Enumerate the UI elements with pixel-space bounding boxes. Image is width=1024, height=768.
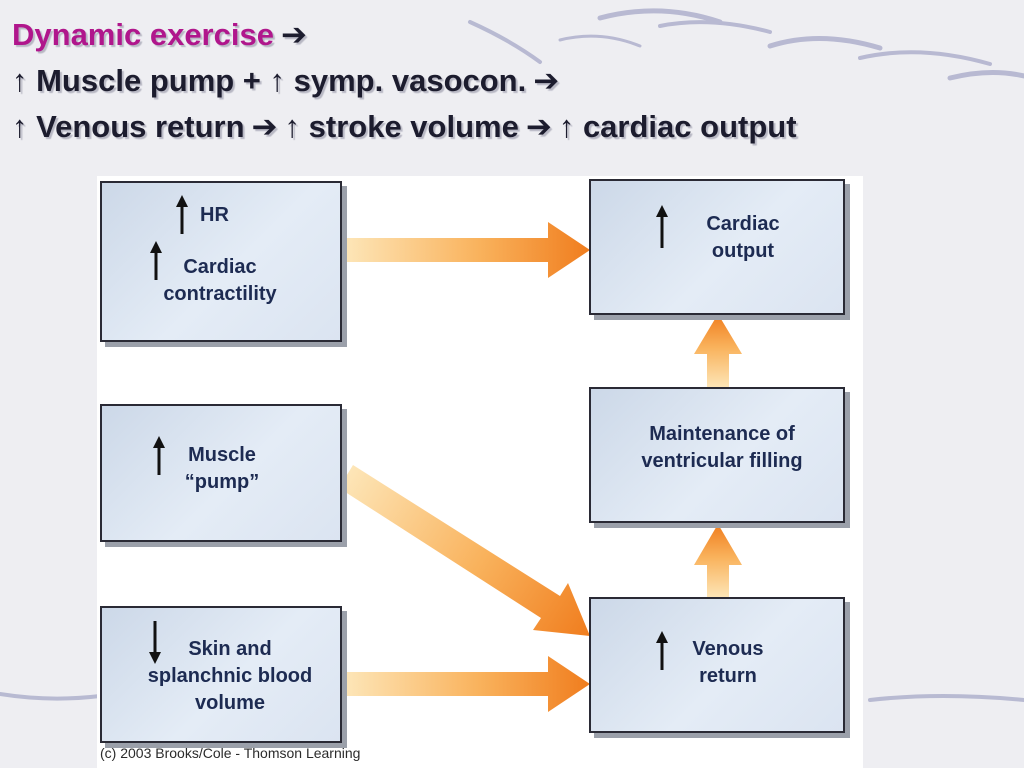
arrow-filling-to-cardiac-output [694,314,742,388]
title-arrow-icon: ➔ [533,63,560,98]
venous-line-1: Venous [692,638,764,660]
title-dynamic-exercise: Dynamic exercise [12,17,274,52]
title-cardiac-output: ↑ cardiac output [558,109,797,144]
venous-line-2: return [699,665,757,687]
hr-label: HR [200,204,229,226]
ventricular-filling-box [589,387,845,523]
muscle-pump-label: Muscle “pump” [162,442,282,496]
up-arrow-icon [656,205,668,248]
skin-line-3: volume [194,692,266,714]
up-arrow-icon [656,631,668,670]
cardiac-output-label: Cardiac output [683,211,803,265]
skin-splanchnic-box [100,606,342,743]
title-muscle-pump: ↑ Muscle pump + ↑ symp. vasocon. [12,63,527,98]
cardiac-output-line-1: Cardiac [706,213,780,235]
title-arrow-icon: ➔ [280,17,307,52]
arrow-skin-to-venous-return [345,656,590,712]
up-arrow-icon [176,195,188,234]
cardiac-output-line-2: output [711,240,775,262]
title-arrow-icon: ➔ [251,109,278,144]
title-line-3: ↑ Venous return➔↑ stroke volume➔↑ cardia… [12,104,797,150]
down-arrow-icon [149,621,161,664]
up-arrow-icon [153,436,165,475]
cardiac-output-box [589,179,845,315]
cardiac-contractility-label: Cardiac contractility [150,254,290,308]
filling-line-2: ventricular filling [641,450,803,472]
copyright-credit: (c) 2003 Brooks/Cole - Thomson Learning [100,745,361,761]
hr-contractility-box [100,181,342,342]
muscle-pump-box [100,404,342,542]
arrow-muscle-to-venous-return [339,465,590,636]
muscle-line-2: “pump” [184,471,260,493]
muscle-line-1: Muscle [188,444,256,466]
title-venous-return: ↑ Venous return [12,109,245,144]
venous-return-label: Venous return [668,636,788,690]
ventricular-filling-label: Maintenance of ventricular filling [612,421,832,475]
skin-splanchnic-label: Skin and splanchnic blood volume [130,636,330,717]
venous-return-box [589,597,845,733]
skin-line-1: Skin and [188,638,272,660]
up-arrow-icon [150,241,162,280]
arrow-venous-to-filling [694,524,742,598]
contractility-line-2: contractility [163,283,277,305]
slide-title: Dynamic exercise➔ ↑ Muscle pump + ↑ symp… [12,12,797,150]
title-line-2: ↑ Muscle pump + ↑ symp. vasocon.➔ [12,58,797,104]
title-stroke-volume: ↑ stroke volume [284,109,519,144]
skin-line-2: splanchnic blood [147,665,313,687]
arrow-hr-to-cardiac-output [345,222,590,278]
contractility-line-1: Cardiac [183,256,257,278]
filling-line-1: Maintenance of [649,423,795,445]
title-arrow-icon: ➔ [525,109,552,144]
title-line-1: Dynamic exercise➔ [12,12,797,58]
